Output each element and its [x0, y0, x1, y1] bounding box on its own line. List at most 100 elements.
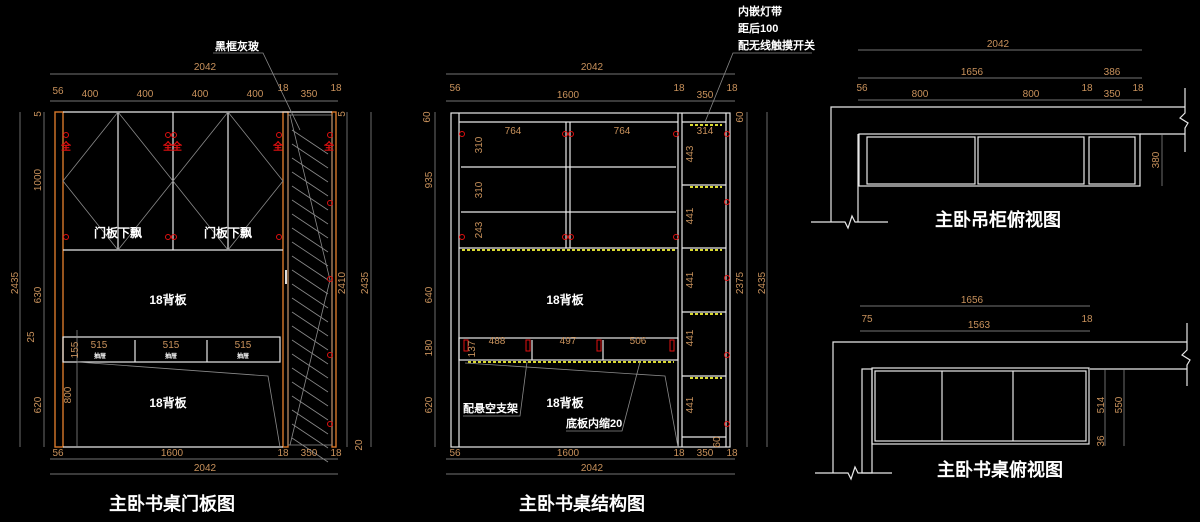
hatch-line — [291, 283, 329, 309]
leader-line — [463, 361, 528, 417]
drawing-title: 主卧书桌结构图 — [519, 493, 645, 514]
drawer-width: 497 — [560, 336, 577, 347]
dim: 60 — [422, 111, 433, 123]
wall-cabinet-outline — [858, 133, 1141, 187]
dim: 5 — [33, 111, 44, 117]
desk-leg-outline — [464, 362, 679, 448]
wall-outline — [830, 106, 1185, 222]
dim: 764 — [614, 126, 631, 137]
dim: 350 — [697, 448, 714, 459]
hinge-markers — [459, 131, 730, 427]
structure-drawing: 内嵌灯带 距后100 配无线触摸开关 2042 56 1600 18 350 1… — [422, 4, 815, 514]
dim: 400 — [192, 89, 209, 100]
back-panel-label: 18背板 — [546, 292, 584, 307]
dim-total-width: 2042 — [581, 62, 604, 73]
light-note: 配无线触摸开关 — [738, 38, 815, 52]
compartment — [866, 136, 976, 185]
dim: 18 — [1132, 83, 1144, 94]
back-panel-label: 18背板 — [149, 395, 187, 410]
dim-total-width: 2042 — [194, 62, 217, 73]
dim: 18 — [726, 83, 738, 94]
door-swing-line — [62, 111, 119, 251]
hinge-mark: 全 — [60, 140, 72, 153]
bracket-markers — [463, 339, 675, 352]
dim: 25 — [26, 331, 37, 343]
dim: 400 — [137, 89, 154, 100]
dim: 1000 — [33, 168, 44, 191]
wall-break — [1181, 323, 1191, 386]
dim: 155 — [70, 341, 81, 358]
dim: 800 — [63, 386, 74, 403]
back-panel-label: 18背板 — [546, 395, 584, 410]
hatch-line — [291, 213, 329, 239]
wall-outline — [832, 341, 1187, 473]
dim: 60 — [712, 436, 723, 448]
left-side-panel — [54, 111, 64, 448]
desk-inner — [874, 370, 1087, 442]
back-panel-label: 18背板 — [149, 292, 187, 307]
wall-break — [1179, 88, 1189, 152]
dim: 443 — [685, 145, 696, 162]
hinge-mark: 全 — [171, 140, 183, 153]
desk-outline — [871, 367, 1090, 445]
door-handle — [285, 270, 287, 284]
hatch-line — [291, 325, 329, 351]
bracket-note: 配悬空支架 — [463, 401, 518, 415]
compartment — [977, 136, 1085, 185]
dim-total-height: 2435 — [757, 271, 768, 294]
door-swing-line — [227, 111, 284, 251]
hatch-line — [291, 269, 329, 295]
hinge-mark: 全 — [162, 140, 174, 153]
door-swing-line — [289, 114, 331, 446]
hatch-line — [291, 423, 329, 449]
dim: 620 — [424, 396, 435, 413]
dim: 18 — [1081, 314, 1093, 325]
dim: 20 — [354, 439, 365, 451]
dim: 935 — [424, 171, 435, 188]
leader-line — [566, 361, 641, 432]
drawing-title: 主卧书桌俯视图 — [937, 459, 1063, 480]
dim: 75 — [861, 314, 873, 325]
dim: 350 — [301, 448, 318, 459]
dim: 36 — [1096, 435, 1107, 447]
glass-hatching — [291, 129, 329, 463]
dim: 310 — [474, 136, 485, 153]
dim: 386 — [1104, 67, 1121, 78]
desk-top-view: 1656 75 1563 18 514 36 550 主卧书桌俯视图 — [815, 295, 1191, 481]
hatch-line — [291, 395, 329, 421]
hatch-line — [291, 367, 329, 393]
dim: 18 — [673, 83, 685, 94]
dim: 56 — [449, 83, 461, 94]
drawer-label: 抽屉 — [165, 352, 177, 360]
drawer-label: 抽屉 — [94, 352, 106, 360]
dim: 1600 — [161, 448, 184, 459]
dim: 56 — [856, 83, 868, 94]
hatch-line — [291, 241, 329, 267]
hinge-markers — [63, 132, 333, 427]
dim-total-height: 2435 — [10, 271, 21, 294]
glass-door — [287, 114, 333, 446]
dim: 18 — [330, 83, 342, 94]
drawer-width: 488 — [489, 336, 506, 347]
light-note: 距后100 — [738, 21, 778, 35]
hatch-line — [291, 255, 329, 281]
hinge-mark: 全 — [272, 140, 284, 153]
dim: 400 — [247, 89, 264, 100]
drawer-label: 抽屉 — [237, 352, 249, 360]
dim: 60 — [735, 111, 746, 123]
wall-break — [811, 214, 888, 230]
dim: 441 — [685, 396, 696, 413]
dim-total-width: 2042 — [581, 463, 604, 474]
dim: 620 — [33, 396, 44, 413]
dim: 1600 — [557, 90, 580, 101]
dim: 441 — [685, 207, 696, 224]
dim-depth: 380 — [1151, 151, 1162, 168]
hatch-line — [291, 353, 329, 379]
dim: 180 — [424, 339, 435, 356]
hatch-line — [291, 311, 329, 337]
hatch-line — [291, 157, 329, 183]
desk-leg-outline — [76, 361, 281, 448]
dim: 800 — [1023, 89, 1040, 100]
dim: 400 — [82, 89, 99, 100]
